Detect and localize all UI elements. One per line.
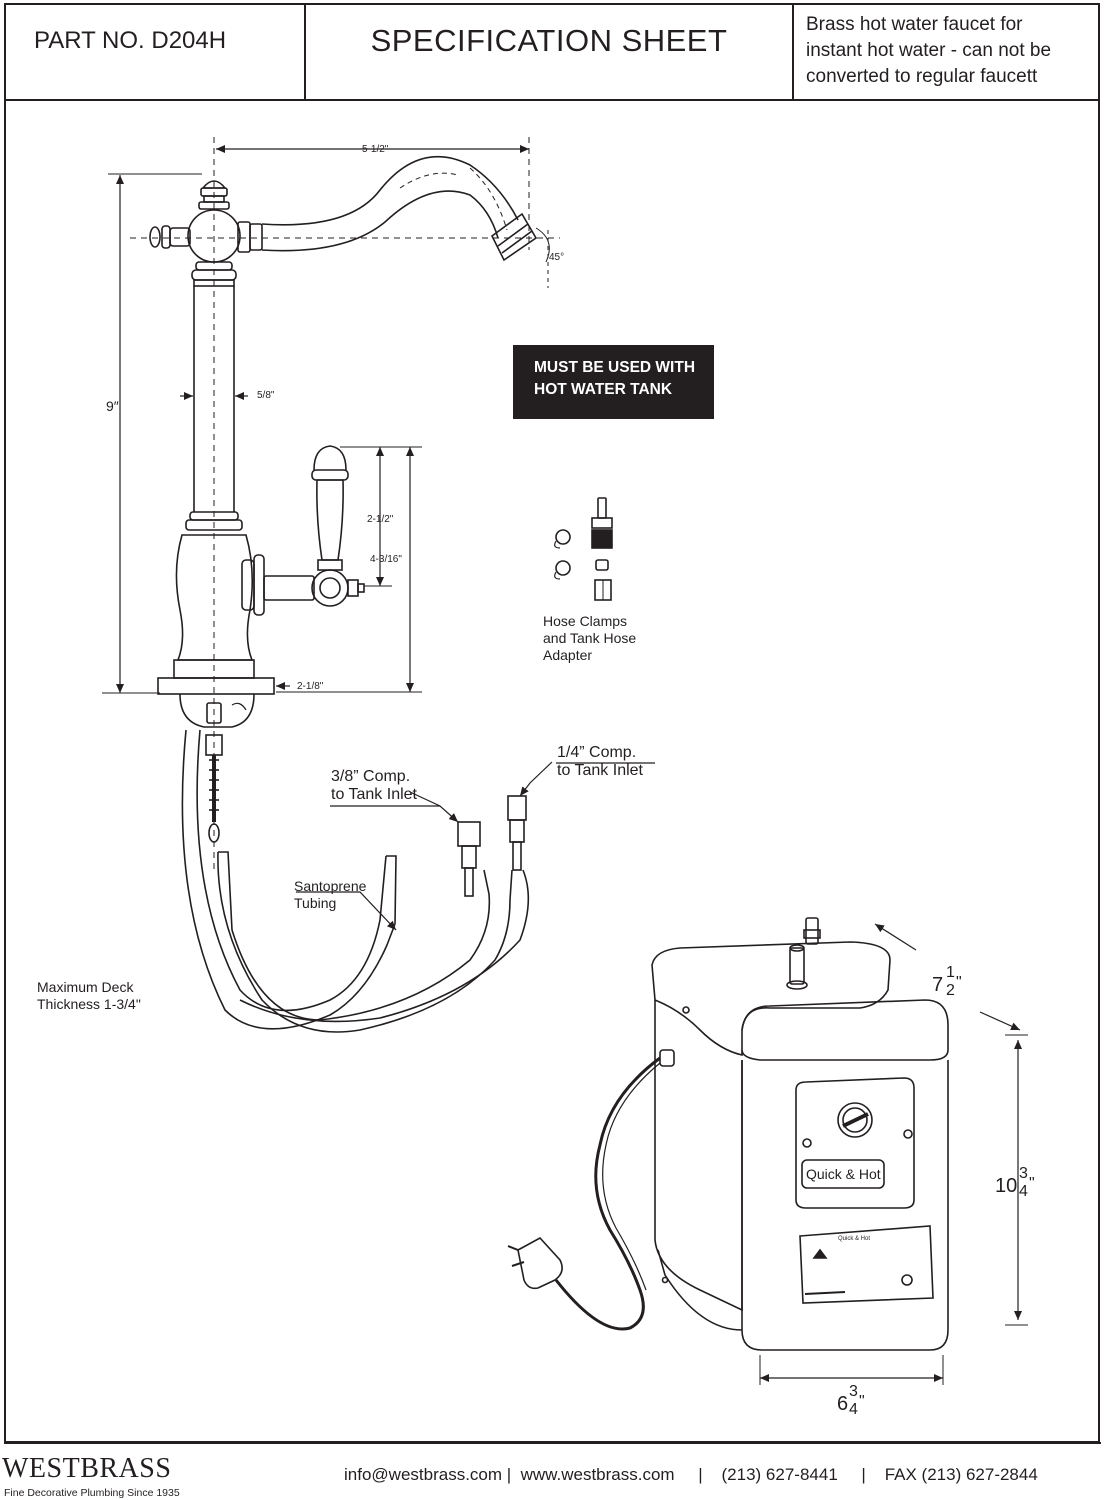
label-brand: Quick & Hot [838, 1236, 871, 1242]
tank-width-label: 6 3 4 " [837, 1383, 865, 1418]
faucet-drawing [102, 137, 655, 1033]
power-plug [517, 1236, 563, 1290]
inlet-38-label: 3/8” Comp. to Tank Inlet [331, 768, 417, 803]
base-width-label: 2-1/8" [297, 681, 324, 692]
fitting-38 [457, 821, 481, 847]
fitting-14 [507, 795, 527, 821]
inlet-14-label: 1/4” Comp. to Tank Inlet [557, 744, 643, 779]
tank-height-label: 10 3 4 " [995, 1165, 1035, 1200]
control-panel [795, 1077, 915, 1209]
thermostat-dial [837, 1102, 873, 1138]
deck-thickness-label: Maximum Deck Thickness 1-3/4" [37, 979, 141, 1012]
product-description: Brass hot water faucet for instant hot w… [806, 14, 1052, 87]
handle-total-label: 4-3/16" [370, 554, 402, 565]
handle-height-label: 2-1/2" [367, 514, 394, 525]
contact-info: info@westbrass.com | www.westbrass.com |… [344, 1465, 1038, 1484]
description-cell: Brass hot water faucet for instant hot w… [794, 3, 1098, 99]
part-number-cell: PART NO. D204H [4, 3, 306, 99]
hot-water-tank [507, 917, 1028, 1385]
spout-angle-label: 45° [549, 252, 565, 263]
tank-depth-label: 7 1 2 " [932, 964, 962, 999]
header-table: PART NO. D204H SPECIFICATION SHEET Brass… [4, 3, 1100, 101]
title-cell: SPECIFICATION SHEET [306, 3, 794, 99]
tubing-label: Santoprene Tubing [294, 878, 367, 911]
brand-logo: WESTBRASS [2, 1453, 172, 1484]
height-label: 9″ [106, 398, 119, 414]
spout-reach-label: 5-1/2" [362, 144, 389, 155]
body-diameter-label: 5/8" [257, 390, 275, 401]
tank-label [799, 1225, 934, 1304]
panel-brand: Quick & Hot [806, 1166, 881, 1182]
hose-kit-label: Hose Clamps and Tank Hose Adapter [543, 613, 637, 663]
page-title: SPECIFICATION SHEET [370, 23, 728, 58]
part-number: PART NO. D204H [34, 27, 227, 54]
hose-kit-icons [554, 497, 613, 601]
notice-badge: MUST BE USED WITH HOT WATER TANK [513, 345, 714, 419]
brand-tagline: Fine Decorative Plumbing Since 1935 [4, 1487, 180, 1499]
